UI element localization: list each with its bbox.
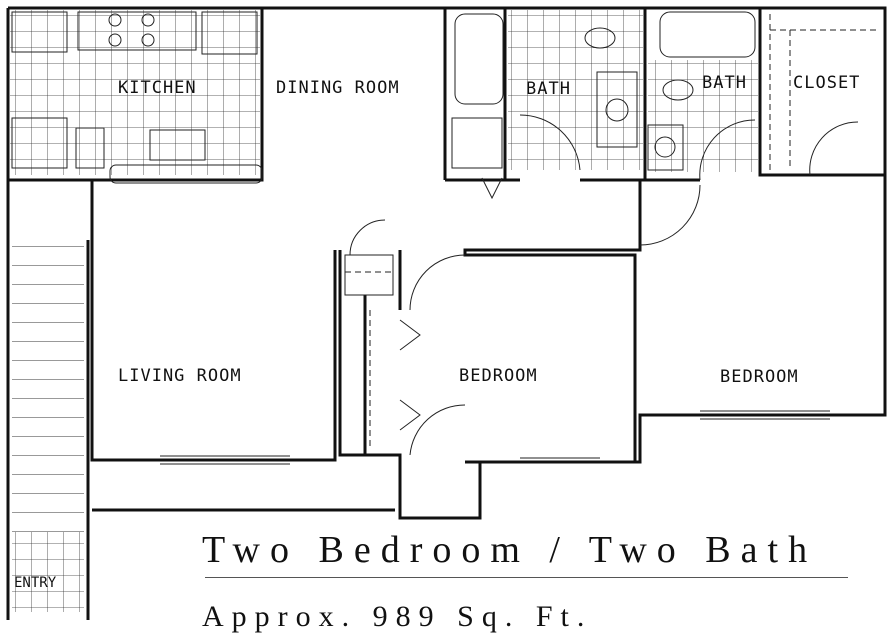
sink-icon (149, 129, 206, 161)
label-dining-room: DINING ROOM (276, 78, 400, 98)
title-divider (205, 577, 848, 578)
toilet2-icon (662, 79, 694, 101)
dishwasher-icon (11, 117, 68, 169)
pantry-icon (75, 127, 105, 169)
range-icon (11, 11, 68, 53)
fridge-icon (201, 11, 258, 55)
label-entry: ENTRY (14, 575, 57, 591)
staircase (12, 232, 84, 532)
label-living-room: LIVING ROOM (118, 366, 242, 386)
vanity-icon (596, 71, 638, 148)
bathtub2-icon (659, 11, 756, 58)
bath1-tile-floor (508, 10, 643, 170)
label-kitchen: KITCHEN (118, 78, 197, 98)
plan-title: Two Bedroom / Two Bath (202, 529, 818, 571)
toilet-icon (584, 27, 616, 49)
entry-tile-floor (12, 532, 84, 612)
plan-area: Approx. 989 Sq. Ft. (202, 600, 593, 633)
kitchen-tile-floor (10, 10, 260, 175)
windows (160, 410, 830, 465)
label-closet: CLOSET (793, 73, 860, 93)
bathtub-icon (454, 13, 504, 105)
fixtures (11, 11, 880, 450)
label-bedroom-2: BEDROOM (720, 367, 799, 387)
vanity2-icon (647, 124, 684, 171)
bath2-tile-floor (648, 60, 758, 172)
label-bath-1: BATH (526, 79, 571, 99)
stove-icon (77, 11, 197, 51)
label-bedroom-1: BEDROOM (459, 366, 538, 386)
washer-icon (451, 117, 503, 169)
counter-bar (109, 164, 263, 184)
doors (349, 114, 859, 456)
label-bath-2: BATH (702, 73, 747, 93)
